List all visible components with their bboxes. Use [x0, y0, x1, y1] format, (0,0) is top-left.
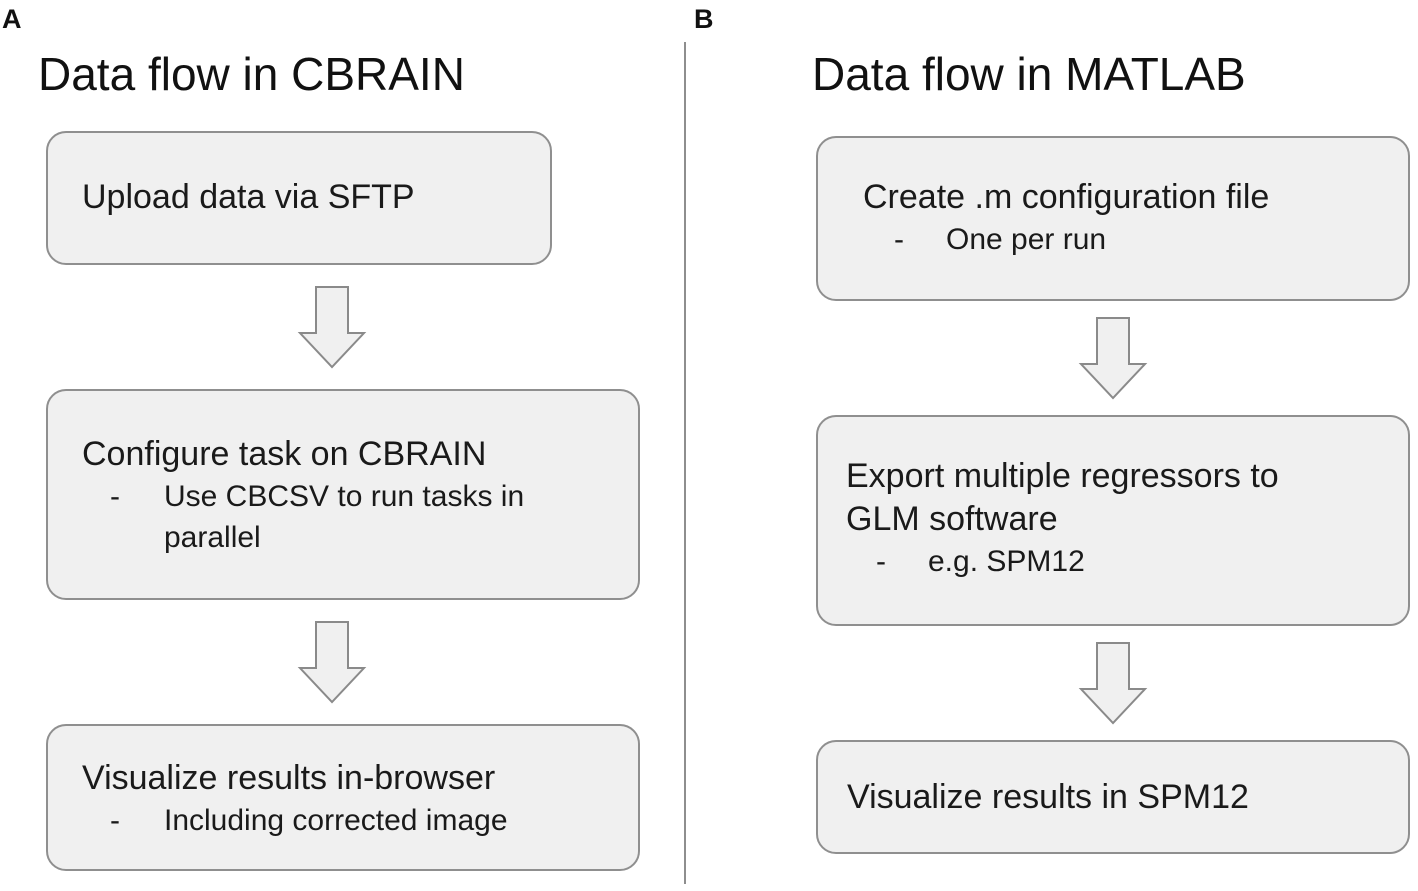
- step-visualize-browser-label: Visualize results in-browser: [82, 759, 496, 797]
- step-visualize-browser-box: Visualize results in-browser - Including…: [46, 724, 640, 871]
- step-create-config-bullet: One per run: [946, 223, 1107, 256]
- step-create-config-box: Create .m configuration file - One per r…: [816, 136, 1410, 301]
- bullet-dash: -: [110, 480, 120, 513]
- step-visualize-spm-box: Visualize results in SPM12: [816, 740, 1410, 854]
- arrow-down-icon: [297, 620, 367, 704]
- bullet-dash: -: [876, 545, 886, 578]
- step-configure-task-box: Configure task on CBRAIN - Use CBCSV to …: [46, 389, 640, 600]
- bullet-dash: -: [110, 804, 120, 837]
- step-configure-task-label: Configure task on CBRAIN: [82, 435, 487, 473]
- panel-divider: [684, 42, 686, 884]
- step-configure-task-bullet-cont: parallel: [164, 521, 261, 554]
- panel-a-letter: A: [2, 4, 22, 34]
- bullet-dash: -: [894, 223, 904, 256]
- step-configure-task-bullet: Use CBCSV to run tasks in: [164, 480, 525, 513]
- arrow-down-icon: [1078, 316, 1148, 400]
- arrow-down-icon: [297, 285, 367, 369]
- step-visualize-spm-label: Visualize results in SPM12: [847, 778, 1249, 816]
- step-upload-data-label: Upload data via SFTP: [82, 178, 415, 216]
- arrow-down-icon: [1078, 641, 1148, 725]
- panel-b-title: Data flow in MATLAB: [812, 48, 1246, 100]
- step-create-config-label: Create .m configuration file: [863, 178, 1270, 216]
- panel-a-title: Data flow in CBRAIN: [38, 48, 465, 100]
- step-export-regressors-label: Export multiple regressors to: [846, 457, 1279, 495]
- step-export-regressors-box: Export multiple regressors to GLM softwa…: [816, 415, 1410, 626]
- step-visualize-browser-bullet: Including corrected image: [164, 804, 508, 837]
- panel-b-letter: B: [694, 4, 714, 34]
- step-export-regressors-bullet: e.g. SPM12: [928, 545, 1085, 578]
- step-export-regressors-label-cont: GLM software: [846, 500, 1058, 538]
- step-upload-data-box: Upload data via SFTP: [46, 131, 552, 265]
